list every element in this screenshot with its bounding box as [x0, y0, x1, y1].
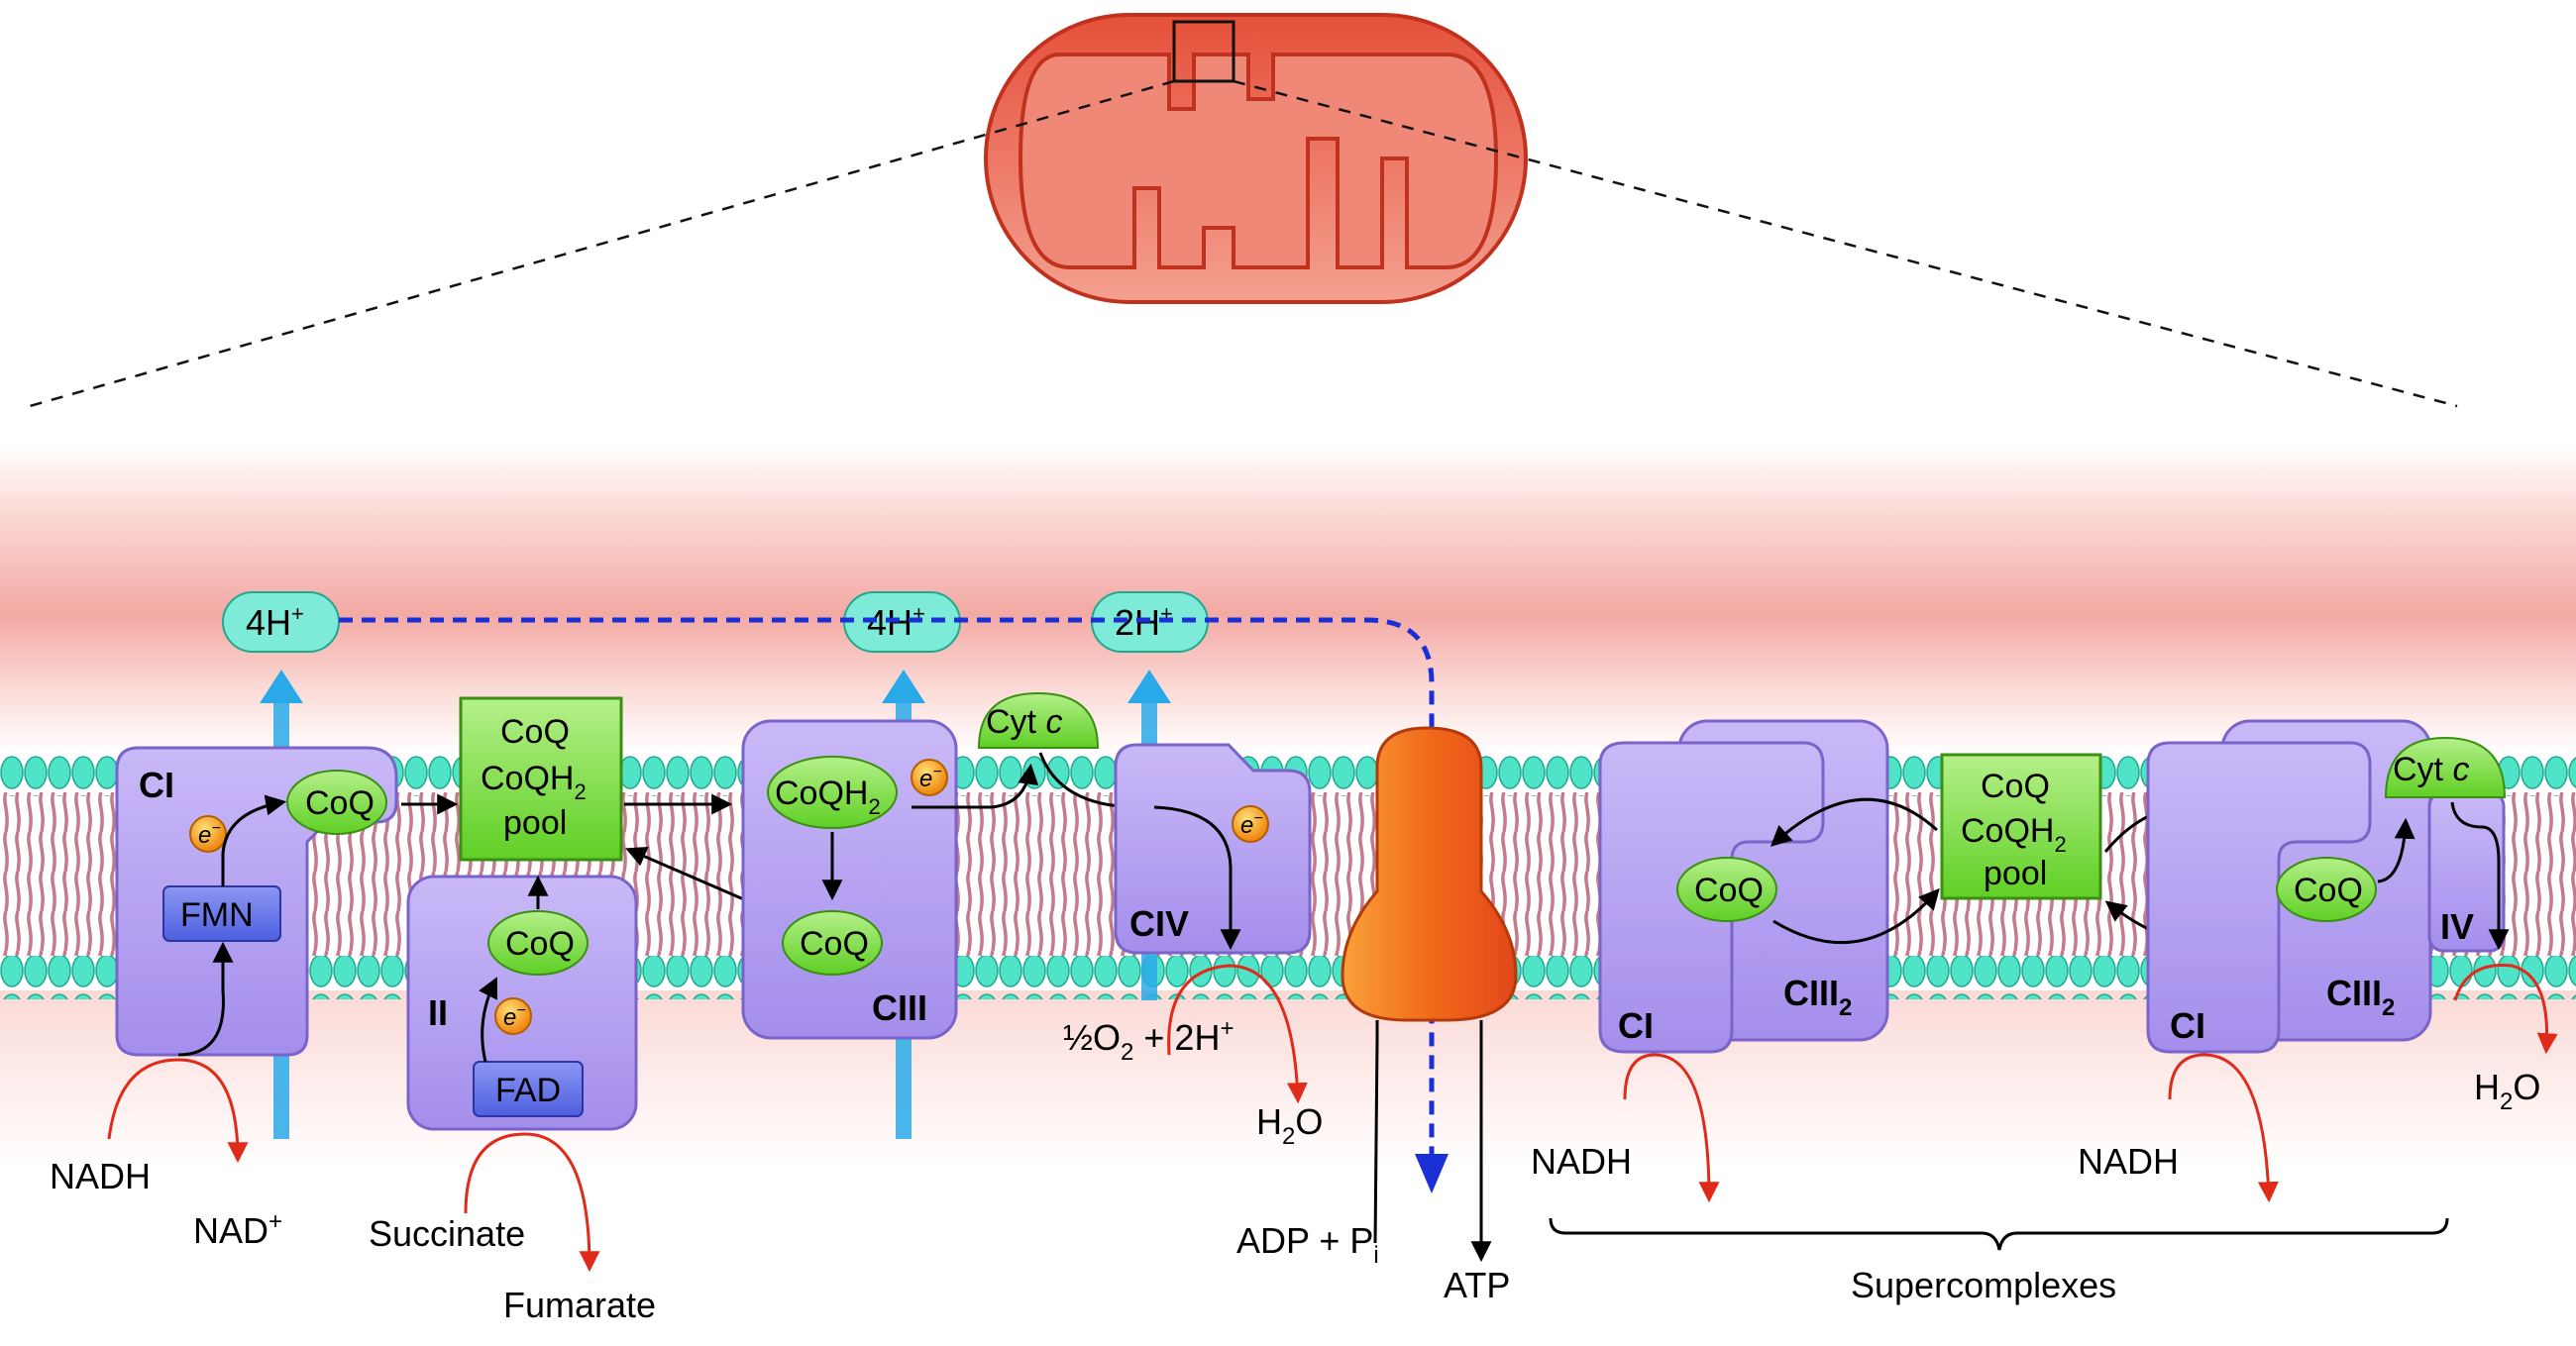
svg-text:CoQH2: CoQH2	[481, 760, 587, 804]
mitochondrion-icon	[984, 13, 1528, 304]
svg-text:e−: e−	[198, 820, 221, 849]
nadh-label-2: NADH	[1531, 1141, 1632, 1182]
atp-label: ATP	[1444, 1265, 1510, 1305]
svg-text:CoQH2: CoQH2	[775, 775, 881, 819]
svg-text:e−: e−	[503, 1002, 526, 1031]
svg-text:II: II	[428, 992, 448, 1033]
electron-ciii	[911, 759, 948, 796]
svg-text:CoQ: CoQ	[1981, 768, 2050, 805]
proton-return-path	[339, 617, 1435, 1174]
adp-label: ADP + Pi	[1236, 1220, 1379, 1269]
svg-text:Cyt c: Cyt c	[986, 703, 1062, 741]
svg-text:FAD: FAD	[495, 1072, 561, 1109]
complex-iii: CIII CoQH2 CoQ e−	[741, 719, 958, 1040]
svg-text:FMN: FMN	[180, 896, 254, 934]
water-label-2: H2O	[2474, 1067, 2540, 1115]
electron-ci	[189, 815, 227, 853]
svg-text:e−: e−	[919, 764, 942, 792]
coqh2-ciii	[767, 756, 898, 829]
cytochrome-c-sc: Cyt c	[2384, 736, 2507, 798]
coq-sc1	[1676, 857, 1777, 922]
svg-text:CoQ: CoQ	[505, 925, 575, 963]
zoom-line-right	[1233, 79, 2458, 408]
nadh-label-3: NADH	[2078, 1141, 2179, 1182]
intermembrane-space	[0, 446, 2576, 753]
complex-ii: II FAD CoQ e−	[406, 875, 638, 1131]
complex-i: CI FMN CoQ e−	[115, 746, 398, 1057]
coq-ciii	[782, 910, 883, 976]
oxygen-label: ½O2 + 2H+	[1063, 1015, 1234, 1066]
proton-4h-left: 4H+	[222, 591, 340, 653]
svg-text:Cyt c: Cyt c	[2393, 751, 2469, 788]
coq-pool-2: CoQ CoQH2 pool	[1940, 753, 2102, 900]
svg-text:CIII2: CIII2	[1783, 973, 1852, 1021]
svg-text:pool: pool	[503, 804, 567, 842]
complex-iv: CIV e−	[1114, 743, 1312, 955]
coq-cii	[487, 910, 589, 976]
cytochrome-c: Cyt c	[977, 691, 1100, 749]
svg-text:CoQH2: CoQH2	[1961, 812, 2067, 857]
svg-text:CIII: CIII	[872, 987, 927, 1028]
svg-text:CI: CI	[2170, 1005, 2205, 1046]
supercomplex-1: CI CIII2 CoQ	[1598, 719, 1889, 1054]
svg-text:CoQ: CoQ	[800, 925, 869, 963]
svg-text:4H+: 4H+	[246, 601, 304, 643]
atp-synthase	[1341, 726, 1518, 1263]
svg-text:CI: CI	[1618, 1005, 1654, 1046]
svg-text:CoQ: CoQ	[2294, 872, 2363, 909]
svg-text:CoQ: CoQ	[500, 713, 570, 751]
fumarate-label: Fumarate	[503, 1285, 656, 1325]
svg-text:e−: e−	[1240, 810, 1263, 839]
svg-text:CIV: CIV	[1129, 903, 1189, 944]
svg-text:CI: CI	[139, 765, 174, 805]
electron-cii	[494, 997, 532, 1035]
zoom-line-left	[29, 79, 1175, 408]
supercomplex-2: CI CIII2 IV CoQ	[2146, 719, 2506, 1054]
fad-box	[473, 1061, 584, 1117]
coq-pool-1: CoQ CoQH2 pool	[459, 696, 623, 862]
svg-text:CIII2: CIII2	[2326, 973, 2395, 1021]
supercomplexes-label: Supercomplexes	[1851, 1265, 2116, 1305]
svg-text:CoQ: CoQ	[1694, 872, 1764, 909]
nadh-label-1: NADH	[50, 1156, 151, 1196]
svg-text:IV: IV	[2440, 906, 2474, 947]
svg-text:CoQ: CoQ	[305, 784, 375, 822]
supercomplex-brace	[1549, 1217, 2449, 1251]
nad-plus-label: NAD+	[193, 1208, 282, 1251]
coq-ci	[286, 770, 387, 835]
succinate-label: Succinate	[369, 1213, 525, 1254]
water-label-1: H2O	[1256, 1101, 1323, 1150]
electron-civ	[1232, 805, 1269, 843]
svg-text:pool: pool	[1984, 855, 2047, 892]
coq-sc2	[2276, 857, 2377, 922]
